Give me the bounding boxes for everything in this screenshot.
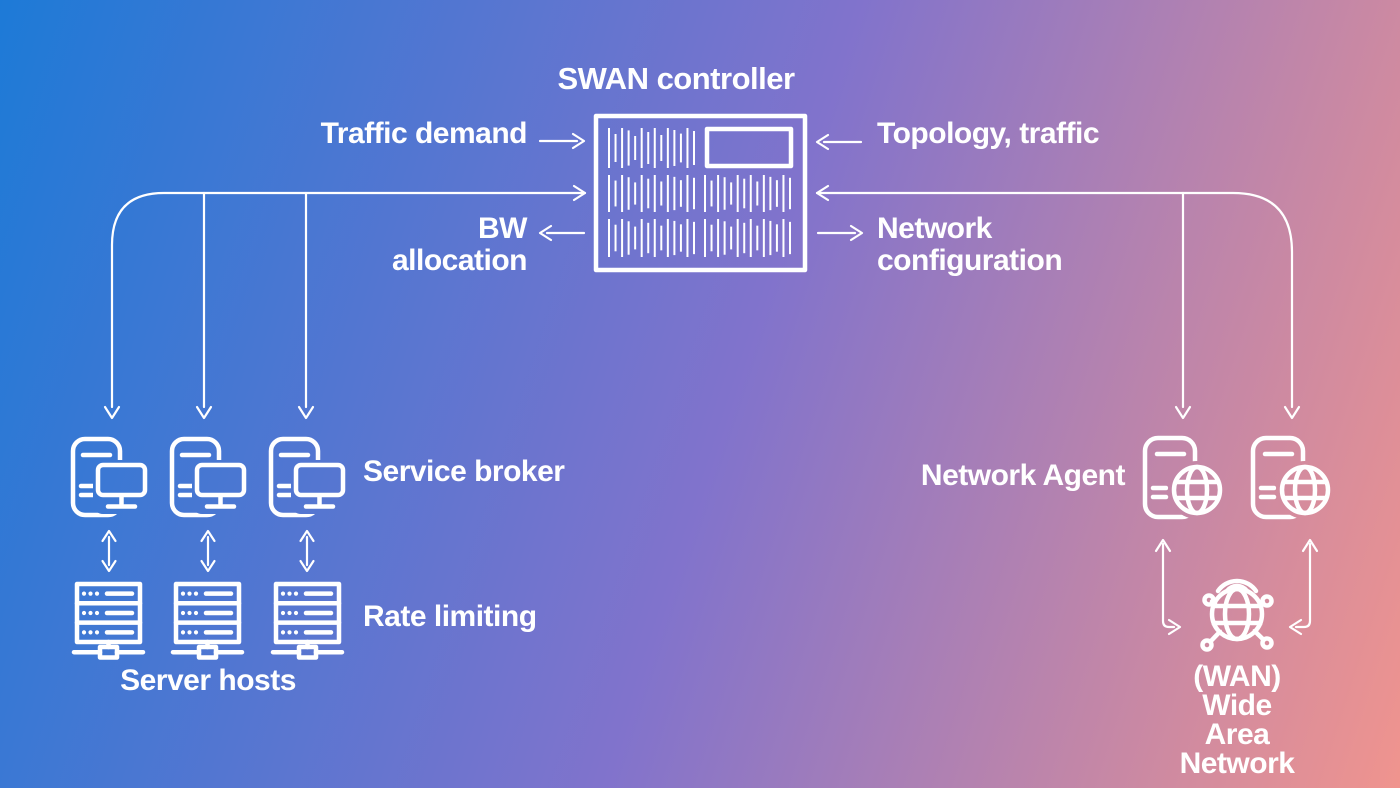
server-host-icon — [273, 584, 342, 658]
signal-arc-inner — [1224, 583, 1250, 594]
service-broker-icon — [271, 439, 343, 515]
topology-traffic-label: Topology, traffic — [877, 117, 1100, 150]
swan-controller-icon — [593, 113, 808, 273]
wan-globe-icon — [1200, 578, 1274, 652]
controller-title: SWAN controller — [557, 61, 795, 96]
traffic-demand-label: Traffic demand — [320, 117, 528, 150]
right-distribution-tree — [815, 184, 1301, 420]
arrow-traffic-demand — [538, 132, 586, 150]
signal-arc-outer — [1215, 578, 1259, 594]
broker-server-link-arrows — [101, 529, 315, 573]
service-broker-label: Service broker — [363, 455, 565, 488]
network-agent-label: Network Agent — [920, 459, 1126, 492]
server-host-icon — [173, 584, 242, 658]
service-broker-icon — [73, 439, 145, 515]
network-configuration-label: Network configuration — [877, 212, 1063, 277]
left-distribution-tree — [103, 184, 587, 420]
service-broker-icon — [172, 439, 244, 515]
arrow-topology-traffic — [815, 133, 863, 151]
server-host-icon — [74, 584, 143, 658]
network-agent-icon — [1145, 438, 1220, 517]
rate-limiting-label: Rate limiting — [363, 600, 537, 633]
bw-allocation-label: BW allocation — [391, 212, 528, 277]
wan-label: (WAN) Wide Area Network — [1179, 660, 1295, 780]
arrow-bw-allocation — [538, 224, 586, 242]
server-hosts-label: Server hosts — [120, 664, 296, 697]
network-agent-icon — [1253, 438, 1328, 517]
arrow-network-configuration — [816, 224, 864, 242]
agent-wan-link-arrows — [1154, 538, 1319, 636]
